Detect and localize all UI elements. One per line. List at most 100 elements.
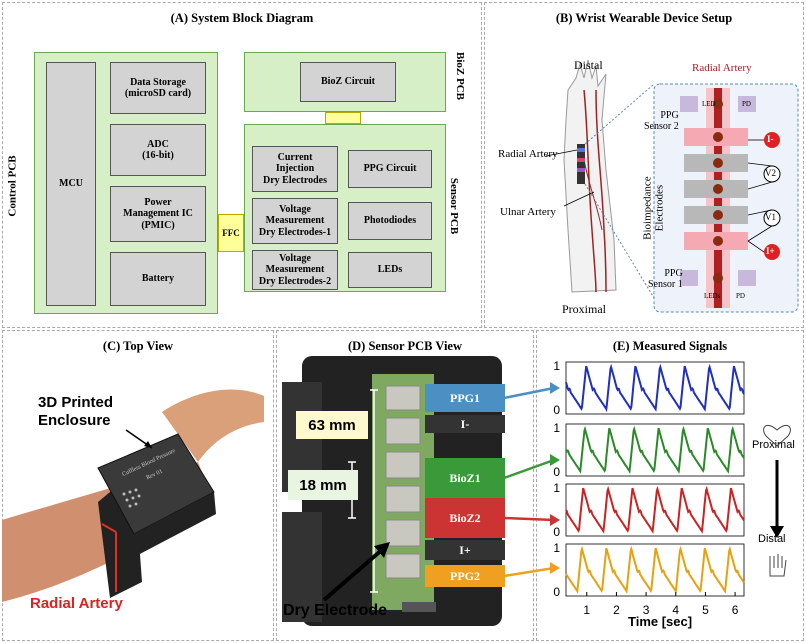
signal-arrowhead-2 — [550, 514, 560, 526]
bioz-connector — [325, 112, 361, 124]
signal-arrow-3 — [503, 566, 555, 578]
ytick-0: 0 — [553, 525, 560, 539]
ytick-0: 0 — [553, 403, 560, 417]
ytick-0: 0 — [553, 585, 560, 599]
photodiodes-block: Photodiodes — [348, 202, 432, 240]
v2-label: V2 — [765, 168, 776, 178]
dry-electrode-label: Dry Electrode — [283, 602, 388, 619]
sensor-label-ppg1: PPG1 — [425, 384, 505, 412]
pmic-block: Power Management IC (PMIC) — [110, 186, 206, 242]
bioimpedance-label: Bioimpedance Electrodes — [641, 176, 666, 240]
radial-artery-c-label: Radial Artery — [30, 595, 123, 612]
current-injection-block: Current Injection Dry Electrodes — [252, 146, 338, 192]
plot-frame-bioz2 — [565, 483, 745, 537]
ytick-1: 1 — [553, 359, 560, 373]
bioz-circuit-block: BioZ Circuit — [300, 62, 396, 102]
radial-artery-line — [583, 89, 597, 293]
control-pcb-label: Control PCB — [6, 155, 19, 217]
dry-electrode-arrow — [322, 546, 386, 602]
xtick-4: 4 — [672, 603, 679, 617]
xtick-1: 1 — [583, 603, 590, 617]
i-plus-circle — [764, 244, 780, 260]
xtick-5: 5 — [702, 603, 709, 617]
ytick-1: 1 — [553, 481, 560, 495]
heart-icon — [763, 424, 791, 447]
proximal-side-label: Proximal — [752, 439, 795, 451]
adc-block: ADC (16-bit) — [110, 124, 206, 176]
signal-arrow-0 — [503, 386, 555, 400]
xtick-2: 2 — [613, 603, 620, 617]
plot-frame-ppg2 — [565, 543, 745, 597]
ppg-sensor2-label: PPG Sensor 2 — [644, 110, 679, 132]
ytick-1: 1 — [553, 541, 560, 555]
pd-bottom-label: PD — [736, 292, 745, 300]
series-line-ppg1 — [565, 363, 745, 413]
plot-frame-ppg1 — [565, 361, 745, 415]
artery-dots — [713, 99, 723, 283]
forearm-outline — [563, 59, 617, 293]
ppg-circuit-block: PPG Circuit — [348, 150, 432, 188]
i-plus-label: I+ — [766, 246, 775, 256]
wrist-sensor-strip — [577, 144, 585, 184]
sensor-label-bioz1: BioZ1 — [425, 458, 505, 498]
series-line-bioz2 — [565, 485, 745, 534]
panel-e-title: (E) Measured Signals — [612, 339, 728, 353]
i-minus-circle — [764, 132, 780, 148]
hand-icon — [769, 554, 787, 577]
data-storage-block: Data Storage (microSD card) — [110, 62, 206, 114]
signal-arrowhead-0 — [550, 382, 560, 394]
signal-arrowhead-3 — [550, 562, 560, 574]
signal-arrows — [503, 382, 560, 578]
ppg-sensor1-label: PPG Sensor 1 — [648, 268, 683, 290]
i-minus-label: I- — [767, 134, 774, 144]
panel-c-title: (C) Top View — [102, 339, 174, 353]
xtick-6: 6 — [732, 603, 739, 617]
panel-a: (A) System Block Diagram — [2, 2, 482, 328]
series-line-ppg2 — [565, 545, 745, 594]
battery-block: Battery — [110, 252, 206, 306]
panel-e: (E) Measured Signals — [536, 330, 804, 641]
voltage1-block: Voltage Measurement Dry Electrodes-1 — [252, 198, 338, 244]
dry-electrodes — [385, 385, 421, 579]
led-top-label: LED — [702, 100, 716, 108]
ulnar-artery-label: Ulnar Artery — [500, 206, 556, 218]
led-bottom-label: LEDs — [704, 292, 721, 300]
panel-b-title: (B) Wrist Wearable Device Setup — [555, 11, 733, 25]
sensor-label-bioz2: BioZ2 — [425, 498, 505, 538]
panel-b: (B) Wrist Wearable Device Setup — [484, 2, 804, 328]
wrist-diagram — [545, 59, 799, 313]
distal-side-label: Distal — [758, 533, 786, 545]
ytick-0: 0 — [553, 465, 560, 479]
ytick-1: 1 — [553, 421, 560, 435]
radial-artery-top-label: Radial Artery — [692, 62, 752, 74]
sensor-label-iminus: I- — [425, 415, 505, 433]
ulnar-artery-line — [595, 89, 607, 293]
distal-label: Distal — [574, 58, 603, 72]
voltage2-block: Voltage Measurement Dry Electrodes-2 — [252, 250, 338, 290]
radial-artery-label: Radial Artery — [498, 148, 558, 160]
panel-c: (C) Top View — [2, 330, 274, 641]
dim-63-label: 63 mm — [296, 411, 368, 439]
signals-chart: 1 0 1 0 1 0 1 0 1 2 3 4 5 6 — [553, 359, 745, 617]
series-line-bioz1 — [565, 425, 745, 474]
panel-a-title: (A) System Block Diagram — [170, 11, 314, 25]
panel-d-title: (D) Sensor PCB View — [347, 339, 462, 353]
leds-block: LEDs — [348, 252, 432, 288]
sensor-label-ppg2: PPG2 — [425, 565, 505, 587]
v1-label: V1 — [765, 212, 776, 222]
mcu-block: MCU — [46, 62, 96, 306]
dim-18-label: 18 mm — [288, 470, 358, 500]
signal-arrow-1 — [503, 458, 555, 480]
signal-arrowhead-1 — [550, 454, 560, 466]
top-view-photo — [2, 389, 264, 602]
xtick-3: 3 — [643, 603, 650, 617]
enclosure-label: 3D Printed Enclosure — [38, 394, 114, 429]
sensor-label-iplus: I+ — [425, 540, 505, 560]
ffc-block: FFC — [218, 214, 244, 252]
proximal-label: Proximal — [562, 302, 606, 316]
pd-top-label: PD — [742, 100, 751, 108]
signals-xlabel: Time [sec] — [628, 614, 693, 629]
sensor-pcb-label: Sensor PCB — [448, 177, 461, 235]
panel-d: (D) Sensor PCB View — [276, 330, 534, 641]
direction-arrow — [763, 424, 791, 577]
